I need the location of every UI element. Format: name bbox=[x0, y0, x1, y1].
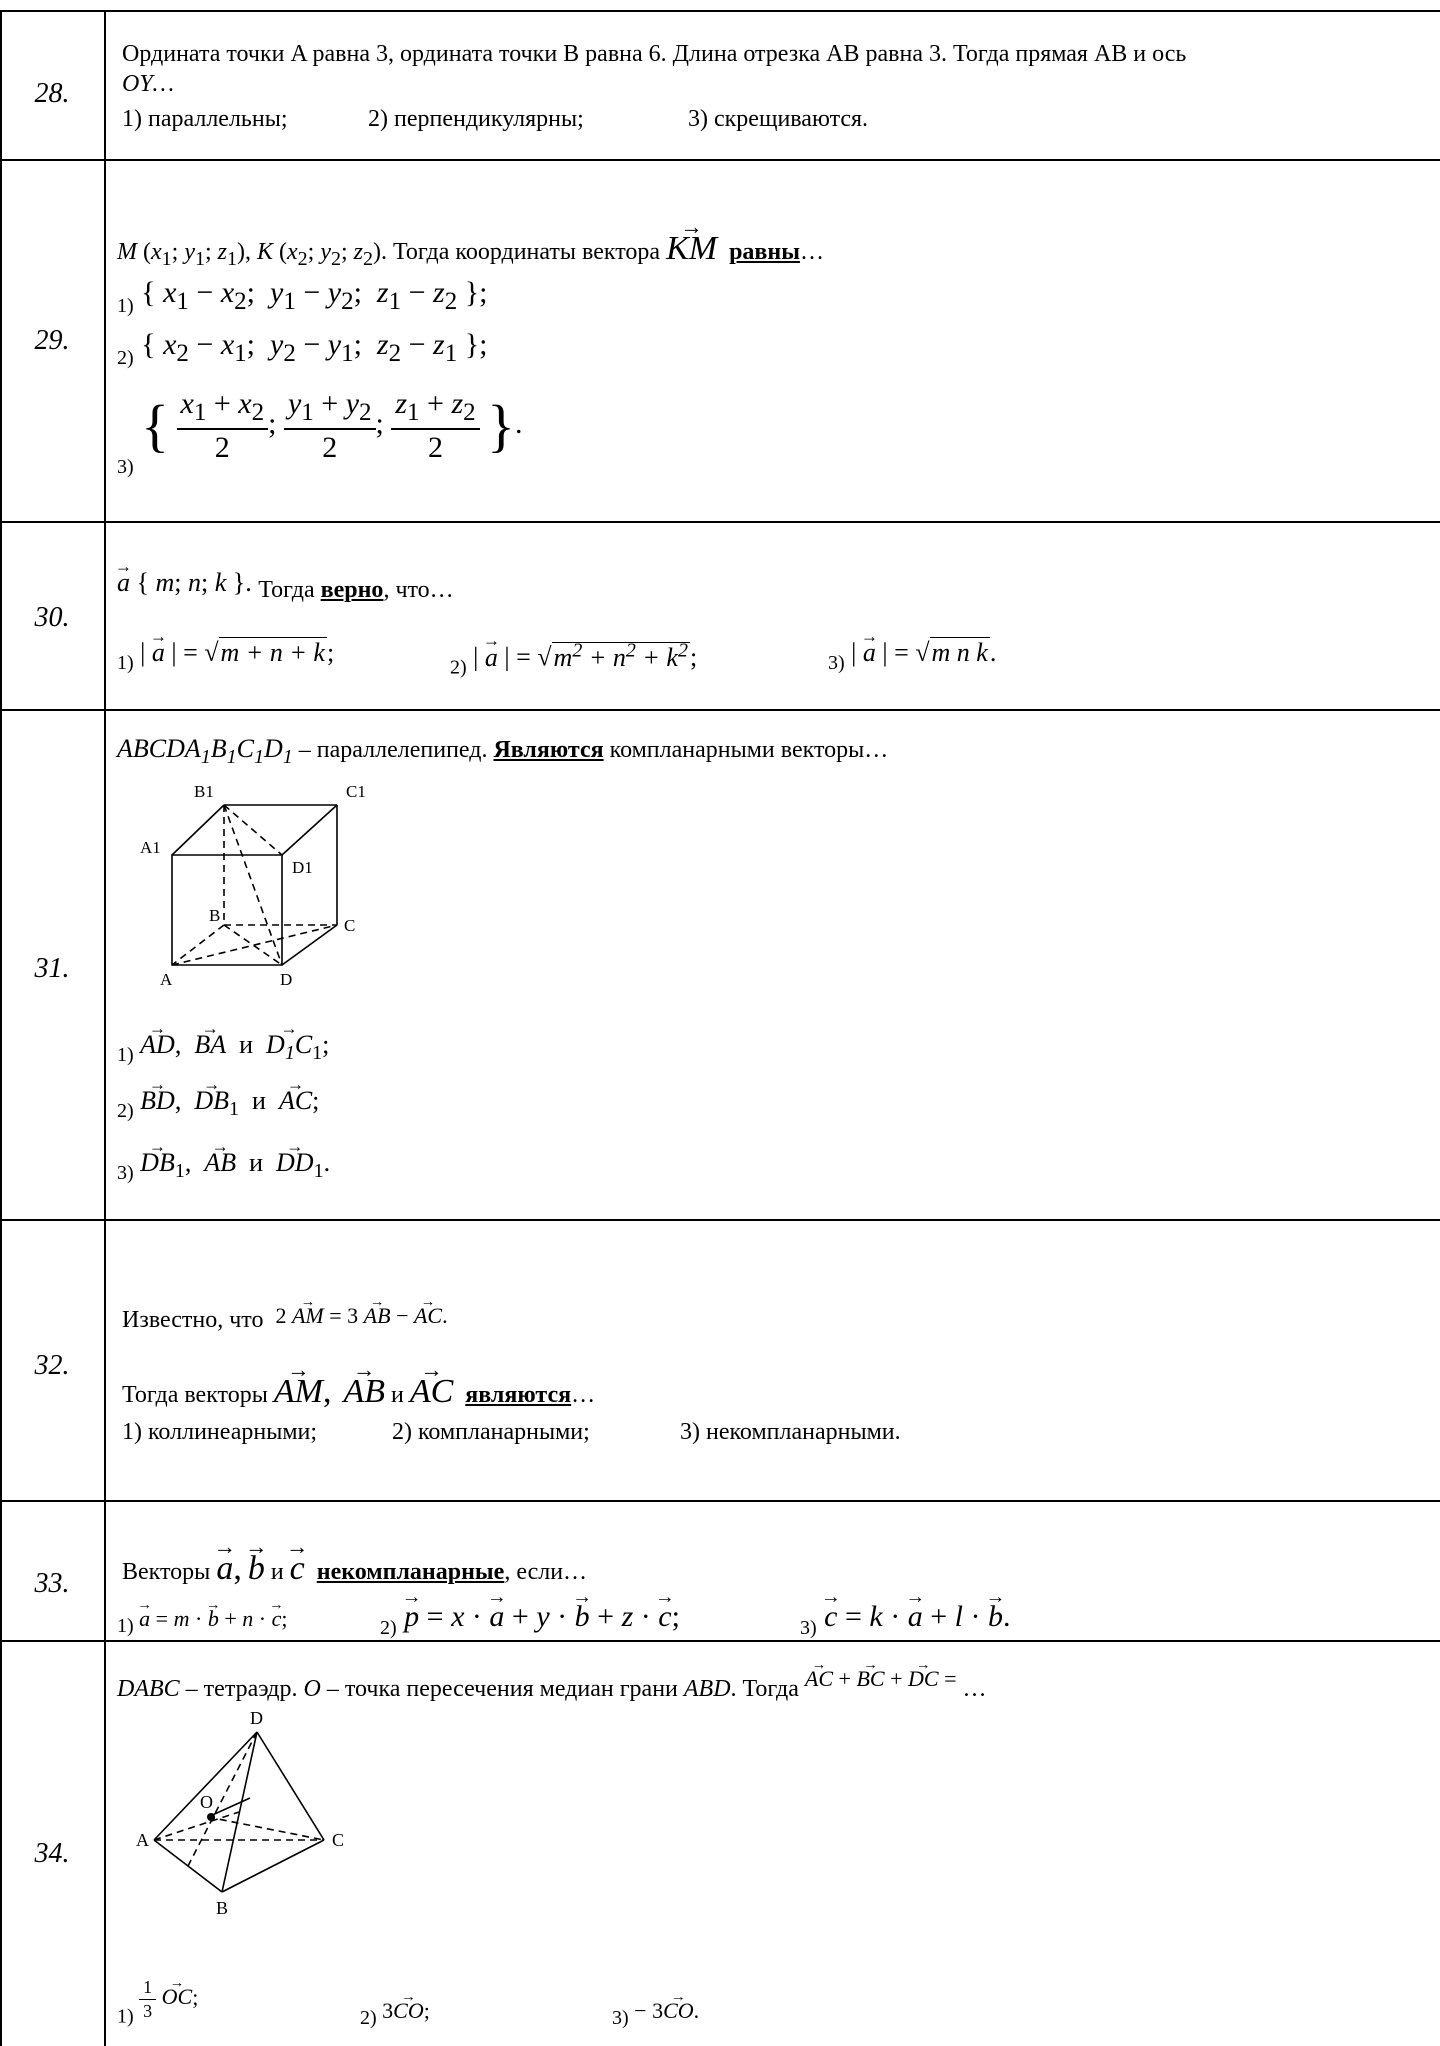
answer-option-1: 1) a = m · b + n · c; bbox=[117, 1608, 287, 1637]
answer-option-1: 1) { x1 − x2; y1 − y2; z1 − z2 }; bbox=[117, 276, 488, 317]
question-number: 34. bbox=[34, 1838, 70, 1869]
row-divider bbox=[0, 1500, 1440, 1502]
emphasis: равны bbox=[729, 239, 800, 265]
question-line: Ордината точки A равна 3, ордината точки… bbox=[122, 41, 1187, 67]
label-D: D bbox=[250, 1708, 263, 1728]
question-text-2: Тогда векторы AM, AB и AC являются… bbox=[122, 1375, 595, 1409]
answer-option: 3) скрещиваются. bbox=[688, 106, 869, 132]
row-divider bbox=[0, 159, 1440, 161]
vector-AB: AB bbox=[343, 1375, 385, 1409]
equation: 2 AM = 3 AB − AC. bbox=[275, 1303, 447, 1328]
column-divider bbox=[104, 10, 106, 2046]
question-number: 31. bbox=[34, 953, 70, 984]
answer-option-1: 1) 13 OC; bbox=[117, 1978, 198, 2027]
answer-option-2: 2) 3CO; bbox=[360, 2000, 430, 2029]
label-C: C bbox=[332, 1830, 344, 1850]
question-text: ABCDA1B1C1D1 – параллелепипед. Являются … bbox=[117, 734, 889, 768]
answer-option-3: 3) | a | = √m n k. bbox=[828, 637, 996, 673]
label-D1: D1 bbox=[292, 858, 313, 877]
answer-option-3: 3) DB1, AB и DD1. bbox=[117, 1150, 330, 1184]
vector-a: a bbox=[216, 1552, 233, 1586]
question-text: Ордината точки A равна 3, ордината точки… bbox=[122, 42, 1186, 66]
tetrahedron-figure: D O A C B bbox=[136, 1708, 344, 1918]
answer-option-3: 3) − 3CO. bbox=[612, 2000, 699, 2029]
emphasis: некомпланарные bbox=[316, 1559, 505, 1585]
label-O: O bbox=[200, 1792, 213, 1812]
label-B: B bbox=[209, 906, 220, 925]
label-C1: C1 bbox=[346, 782, 366, 801]
question-text: DABC – тетраэдр. O – точка пересечения м… bbox=[117, 1666, 987, 1702]
answer-option-2: 2) p = x · a + y · b + z · c; bbox=[380, 1602, 680, 1639]
answer-option-2: 2) | a | = √m2 + n2 + k2; bbox=[450, 640, 697, 678]
label-D: D bbox=[280, 970, 292, 989]
label-A1: A1 bbox=[140, 838, 161, 857]
answer-option-3: 3) c = k · a + l · b. bbox=[800, 1602, 1011, 1639]
question-number: 30. bbox=[34, 602, 70, 633]
emphasis: верно bbox=[320, 577, 384, 603]
label-A: A bbox=[136, 1830, 149, 1850]
vector-AM: AM bbox=[274, 1375, 323, 1409]
table-border bbox=[0, 10, 1440, 12]
question-text: Векторы a, b и c некомпланарные, если… bbox=[122, 1552, 587, 1586]
answer-option: 1) коллинеарными; bbox=[122, 1419, 318, 1445]
question-number: 28. bbox=[34, 78, 70, 109]
label-C: C bbox=[344, 916, 355, 935]
answer-option-1: 1) AD, BA и D1C1; bbox=[117, 1031, 329, 1065]
row-divider bbox=[0, 709, 1440, 711]
vector-KM: KM bbox=[666, 232, 717, 266]
label-B1: B1 bbox=[194, 782, 214, 801]
vector-AC: AC bbox=[410, 1375, 453, 1409]
question-text: Известно, что 2 AM = 3 AB − AC. bbox=[122, 1303, 448, 1333]
table-border bbox=[0, 10, 2, 2046]
answer-option: 2) перпендикулярны; bbox=[368, 106, 584, 132]
row-divider bbox=[0, 1219, 1440, 1221]
question-number: 29. bbox=[34, 325, 70, 356]
label-A: A bbox=[160, 970, 173, 989]
answer-option-2: 2) { x2 − x1; y2 − y1; z2 − z1 }; bbox=[117, 328, 488, 369]
row-divider bbox=[0, 1640, 1440, 1642]
vector-c: c bbox=[290, 1552, 305, 1586]
row-divider bbox=[0, 521, 1440, 523]
equation: AC + BC + DC = bbox=[805, 1666, 957, 1691]
label-B: B bbox=[216, 1898, 228, 1918]
emphasis: являются bbox=[465, 1382, 572, 1408]
question-text: M (x1; y1; z1), K (x2; y2; z2). Тогда ко… bbox=[117, 232, 824, 269]
question-number: 33. bbox=[34, 1568, 70, 1599]
question-text-cont: OY… bbox=[122, 71, 175, 97]
question-number: 32. bbox=[34, 1350, 70, 1381]
answer-option: 1) параллельны; bbox=[122, 106, 288, 132]
vector-b: b bbox=[248, 1552, 265, 1586]
emphasis: Являются bbox=[493, 737, 604, 763]
answer-option: 3) некомпланарными. bbox=[680, 1419, 901, 1445]
vector-a: a bbox=[117, 570, 130, 596]
point-O bbox=[207, 1813, 215, 1821]
question-text: a { m; n; k }. Тогда верно, что… bbox=[117, 570, 454, 603]
parallelepiped-figure: B1 C1 A1 D1 B C A D bbox=[140, 782, 366, 989]
answer-option-2: 2) BD, DB1 и AC; bbox=[117, 1088, 319, 1122]
answer-option-1: 1) | a | = √m + n + k; bbox=[117, 637, 334, 673]
answer-option: 2) компланарными; bbox=[392, 1419, 590, 1445]
